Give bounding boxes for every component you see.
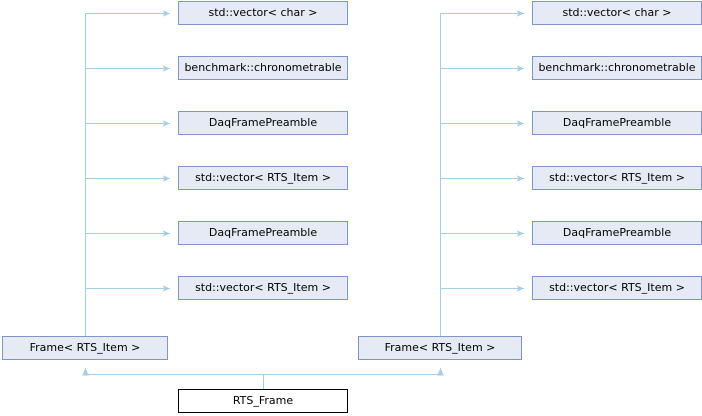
node-label: DaqFramePreamble [562,116,672,129]
node-label: std::vector< RTS_Item > [195,281,331,294]
node-benchmark-chronometrable-left[interactable]: benchmark::chronometrable [178,56,348,80]
node-label: RTS_Frame [232,394,294,407]
node-label: DaqFramePreamble [562,226,672,239]
node-rts-frame[interactable]: RTS_Frame [178,389,348,413]
node-frame-rts-item-left[interactable]: Frame< RTS_Item > [2,336,168,360]
node-std-vector-char-left[interactable]: std::vector< char > [178,1,348,25]
node-daqframepreamble-left-1[interactable]: DaqFramePreamble [178,111,348,135]
node-label: benchmark::chronometrable [184,61,342,74]
node-label: benchmark::chronometrable [538,61,696,74]
node-frame-rts-item-right[interactable]: Frame< RTS_Item > [358,336,522,360]
node-std-vector-char-right[interactable]: std::vector< char > [532,1,702,25]
node-label: std::vector< RTS_Item > [549,171,685,184]
node-label: std::vector< char > [562,6,672,19]
node-label: std::vector< RTS_Item > [195,171,331,184]
node-label: Frame< RTS_Item > [29,341,141,354]
node-label: std::vector< RTS_Item > [549,281,685,294]
node-label: DaqFramePreamble [208,226,318,239]
node-daqframepreamble-right-2[interactable]: DaqFramePreamble [532,221,702,245]
node-std-vector-rts-item-left-2[interactable]: std::vector< RTS_Item > [178,276,348,300]
node-benchmark-chronometrable-right[interactable]: benchmark::chronometrable [532,56,702,80]
node-daqframepreamble-left-2[interactable]: DaqFramePreamble [178,221,348,245]
node-label: Frame< RTS_Item > [384,341,496,354]
node-std-vector-rts-item-right-2[interactable]: std::vector< RTS_Item > [532,276,702,300]
node-daqframepreamble-right-1[interactable]: DaqFramePreamble [532,111,702,135]
node-label: DaqFramePreamble [208,116,318,129]
node-std-vector-rts-item-left-1[interactable]: std::vector< RTS_Item > [178,166,348,190]
node-std-vector-rts-item-right-1[interactable]: std::vector< RTS_Item > [532,166,702,190]
node-label: std::vector< char > [208,6,318,19]
